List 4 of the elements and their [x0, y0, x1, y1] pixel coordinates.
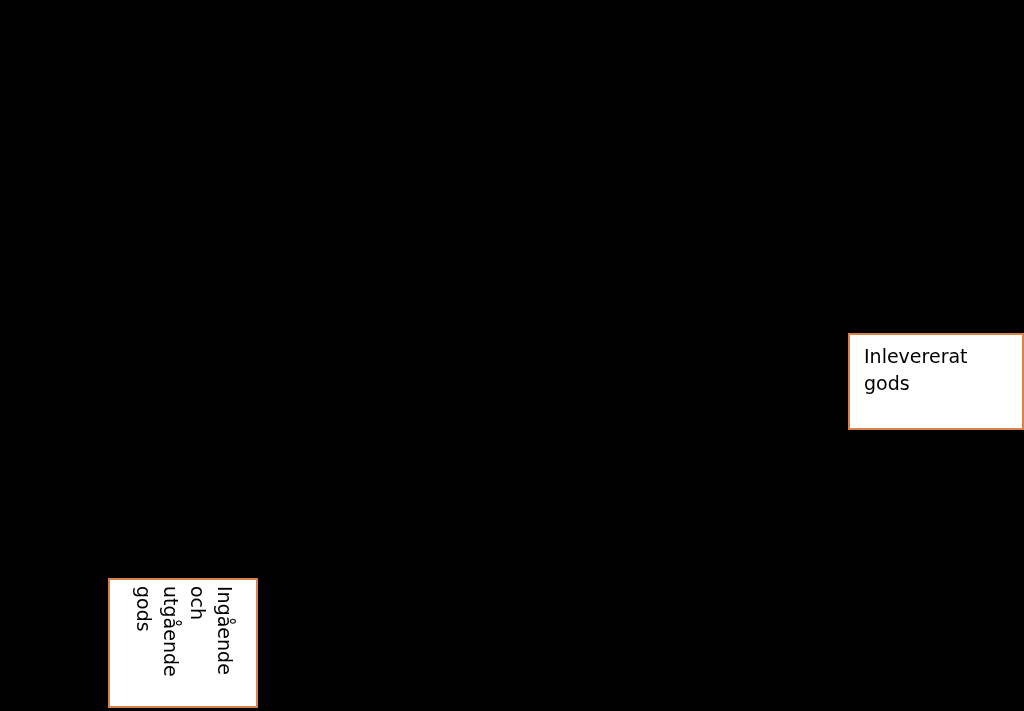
text-box — [108, 578, 258, 708]
text-box — [848, 333, 1024, 430]
box-label: Ingående och utgående gods — [132, 586, 237, 679]
box-label: Inlevererat gods — [864, 344, 969, 396]
